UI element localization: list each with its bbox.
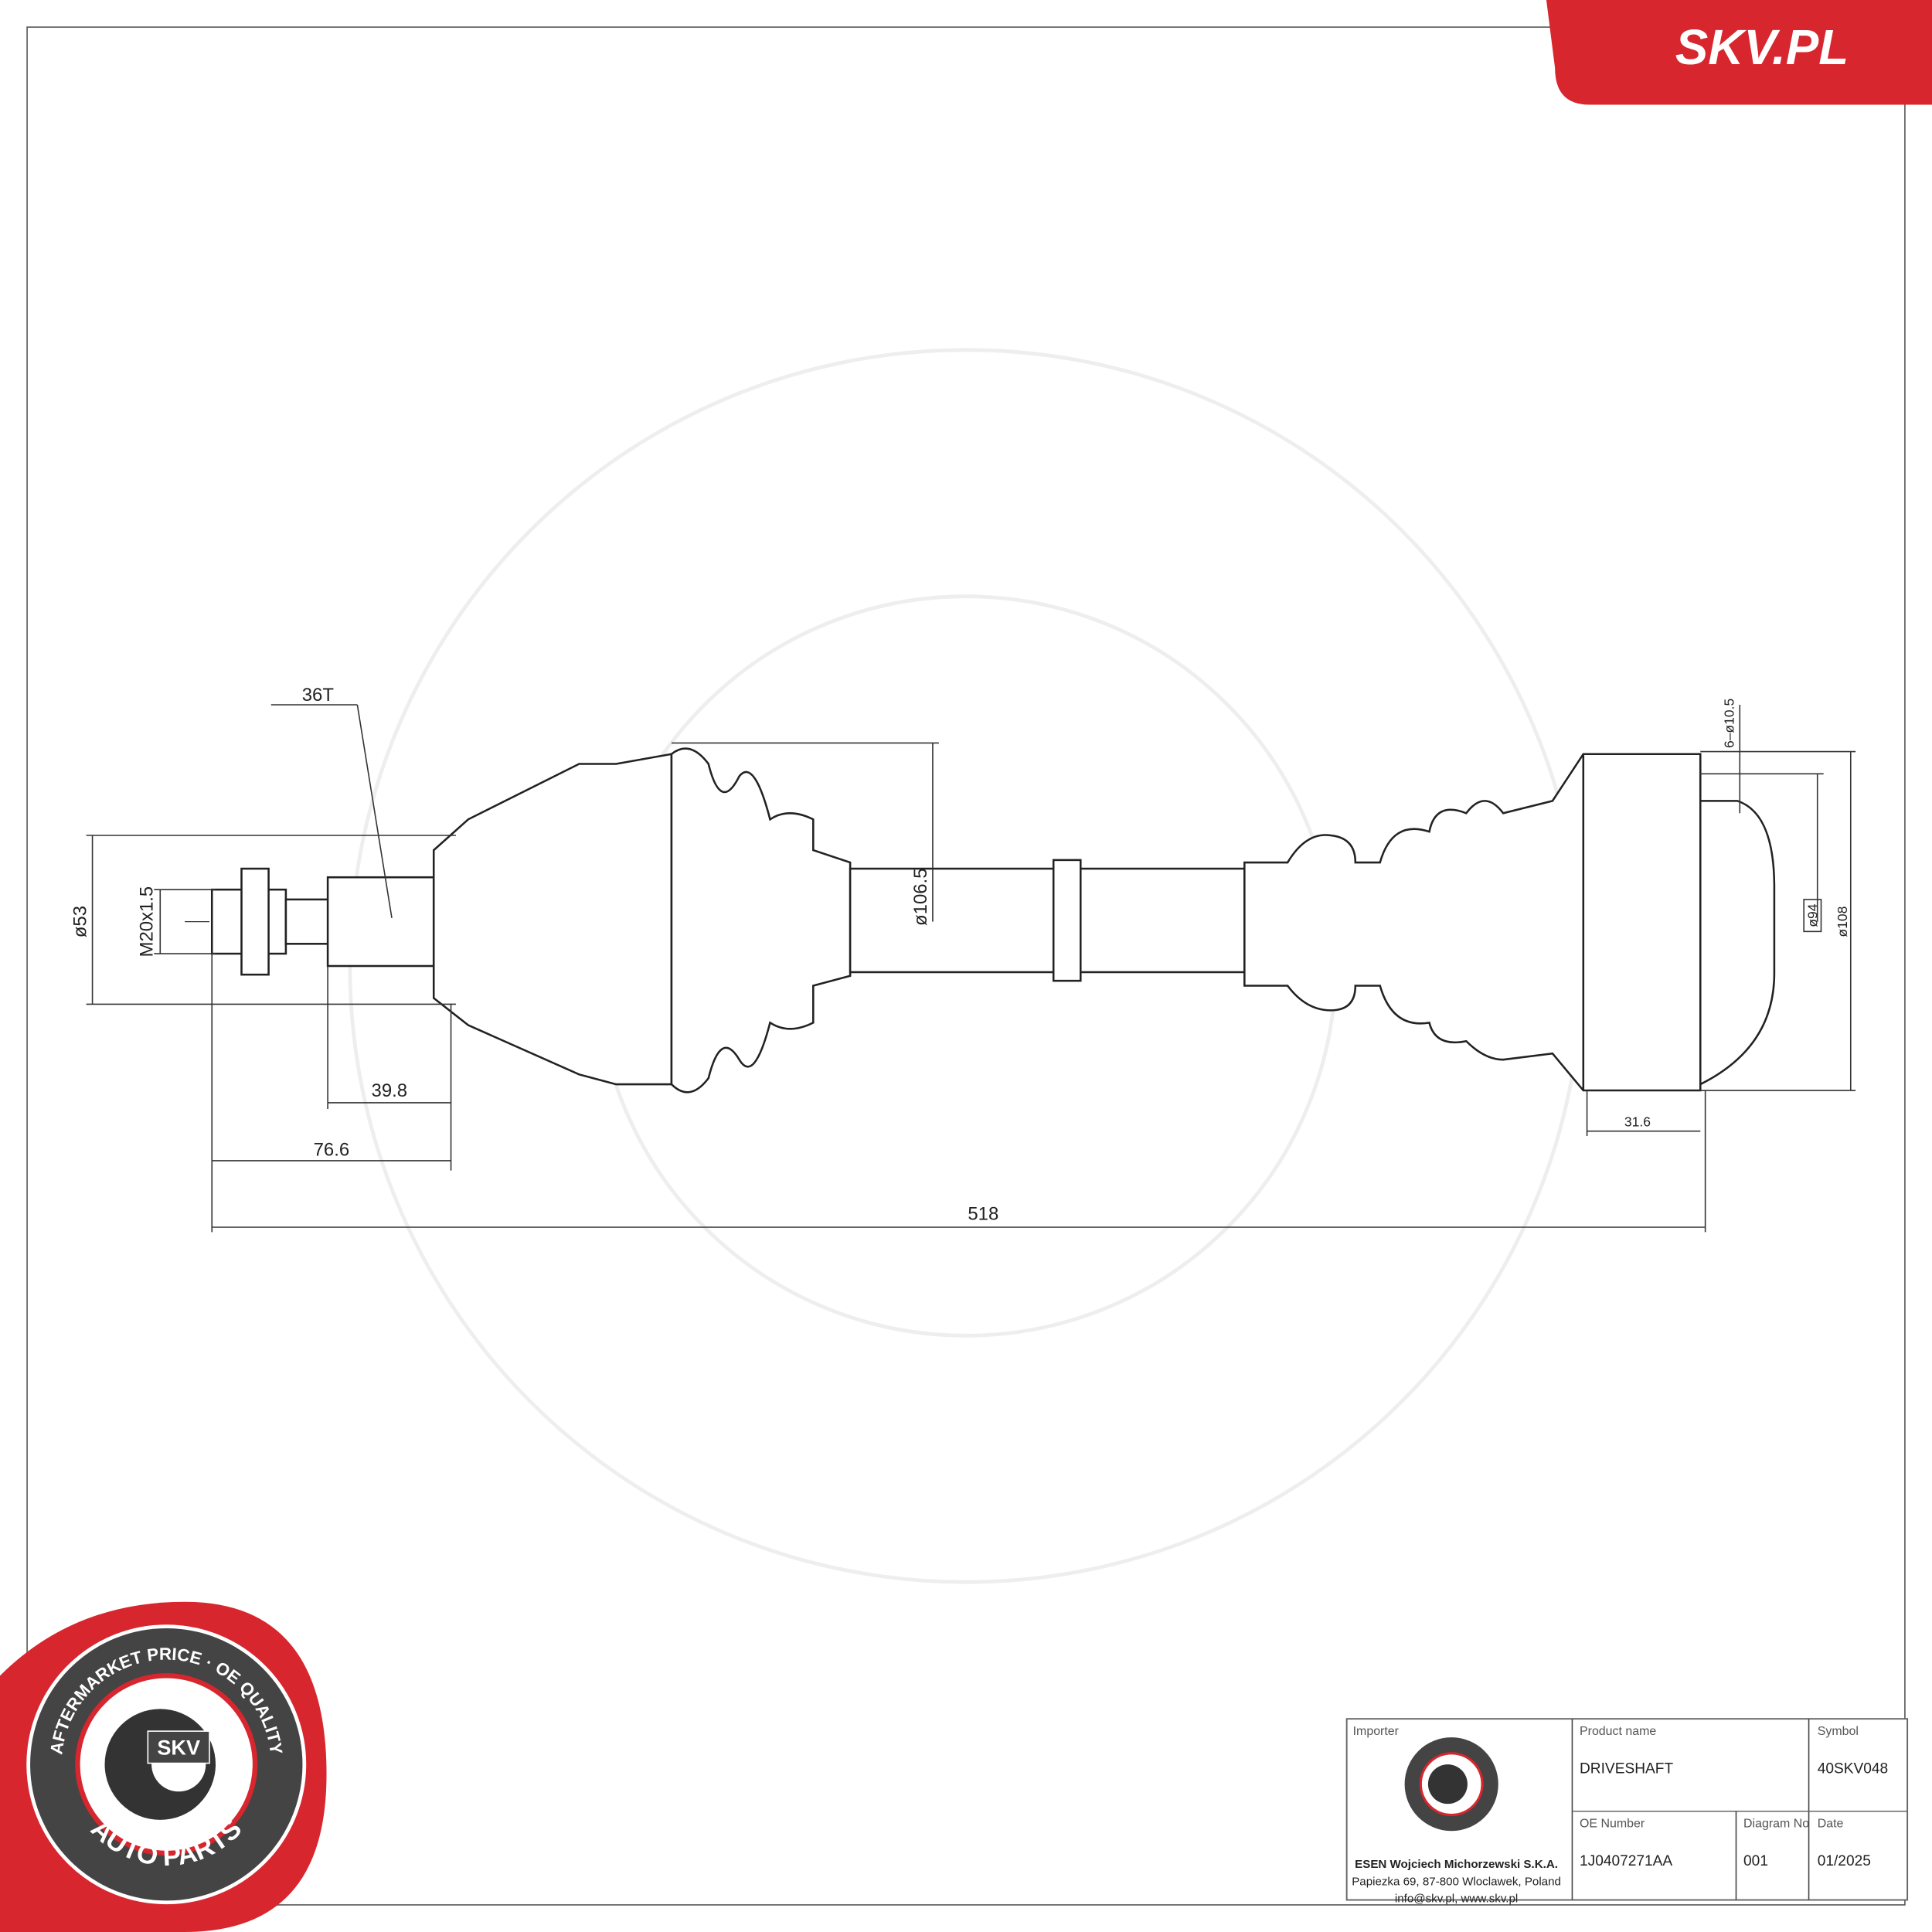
- diagram-value: 001: [1743, 1853, 1768, 1869]
- len-518-label: 518: [968, 1203, 998, 1224]
- badge-center-text: SKV: [157, 1735, 200, 1759]
- dia-94-label: ø94: [1805, 903, 1821, 927]
- drawing-frame: [26, 26, 1906, 1906]
- importer-label: Importer: [1353, 1725, 1400, 1738]
- len-39-8-label: 39.8: [372, 1080, 408, 1101]
- outer-boot: [670, 747, 852, 1094]
- date-label: Date: [1818, 1817, 1844, 1830]
- spline-stub: [326, 876, 435, 968]
- splines-label: 36T: [302, 685, 335, 706]
- skv-logo-text: SKV.PL: [1675, 19, 1849, 75]
- dia-106-5-label: ø106.5: [910, 868, 931, 925]
- skv-logo: SKV.PL: [1546, 0, 1932, 105]
- thread-label: M20x1.5: [137, 886, 158, 957]
- product-name: DRIVESHAFT: [1580, 1760, 1673, 1777]
- len-76-6-label: 76.6: [314, 1140, 350, 1161]
- nut: [240, 867, 270, 976]
- date-value: 01/2025: [1818, 1853, 1871, 1869]
- symbol-label: Symbol: [1818, 1725, 1859, 1738]
- outer-cv-joint: [432, 753, 673, 1086]
- driveshaft: [210, 747, 1776, 1094]
- dia-108-label: ø108: [1835, 906, 1850, 937]
- diagram-label: Diagram No: [1743, 1817, 1809, 1830]
- symbol-value: 40SKV048: [1818, 1760, 1888, 1777]
- importer-address: Papiezka 69, 87-800 Wloclawek, Poland: [1352, 1875, 1561, 1888]
- dimensions: [86, 704, 1856, 1233]
- dia-53-label: ø53: [70, 906, 91, 937]
- inner-cv-joint: [1243, 753, 1776, 1092]
- len-31-6-label: 31.6: [1624, 1114, 1651, 1129]
- product-label: Product name: [1580, 1725, 1656, 1738]
- oe-value: 1J0407271AA: [1580, 1853, 1672, 1869]
- oe-label: OE Number: [1580, 1817, 1645, 1830]
- importer-contact: info@skv.pl, www.skv.pl: [1395, 1893, 1518, 1906]
- importer-company: ESEN Wojciech Michorzewski S.K.A.: [1355, 1858, 1558, 1871]
- skv-badge: SKV AFTERMARKET PRICE · OE QUALITY AUTO …: [0, 1601, 327, 1932]
- shaft: [849, 867, 1246, 974]
- title-block: Importer ESEN Wojciech Michorzewski S.K.…: [1345, 1718, 1909, 1906]
- bolt-holes-label: 6–ø10.5: [1721, 699, 1736, 748]
